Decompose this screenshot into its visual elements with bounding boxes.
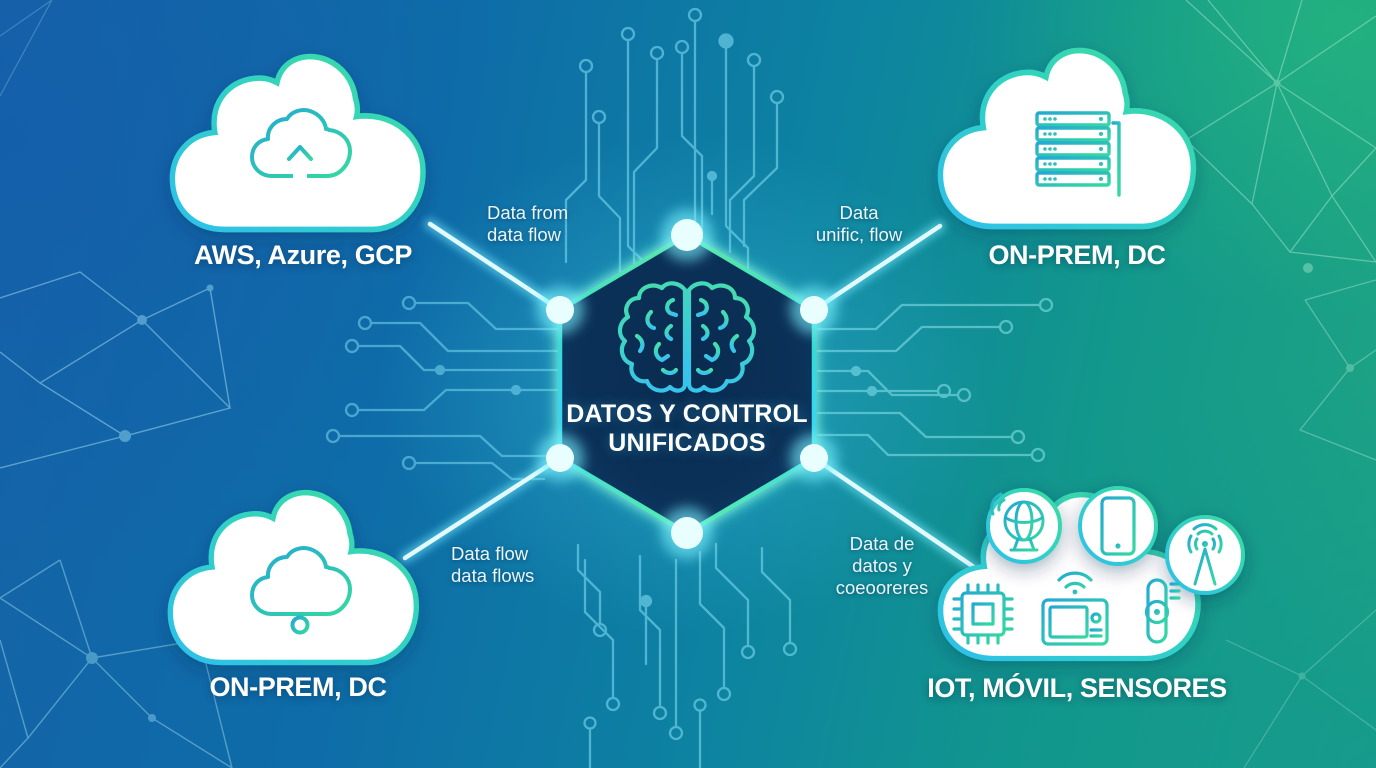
cluster-label-bottom-right: IOT, MÓVIL, SENSORES [927,673,1227,703]
cloud-upload-icon [250,107,352,206]
hexagon-hub [536,209,838,559]
connector-label-top-left-line2: data flow [487,223,562,245]
connector-label-bottom-right: Data de datos y coeooreres [812,533,952,598]
beam-top-right [811,223,943,313]
connector-label-bottom-right-line3: coeooreres [835,576,929,598]
wearable-sensor-icon [1144,578,1181,644]
antenna-icon [1187,523,1223,586]
cloud-bottom-right [940,486,1245,659]
cpu-icon [952,583,1014,645]
hexagon-vertex-nodes [536,209,838,559]
cluster-label-top-left: AWS, Azure, GCP [193,240,413,270]
smartphone-bubble [1078,486,1158,566]
cluster-label-top-right: ON-PREM, DC [988,240,1166,270]
beam-bottom-left [402,455,563,561]
cloud-top-right [940,50,1193,226]
cluster-label-bottom-left: ON-PREM, DC [209,672,387,702]
mesh-top-right [1185,0,1376,273]
connector-label-top-right: Data unific, flow [793,202,925,246]
server-rack-icon [1029,111,1125,200]
globe-icon [990,492,1045,552]
display-icon [1041,571,1109,646]
connector-label-bottom-left: Data flow data flows [451,543,534,587]
mesh-top-left [0,0,53,97]
connector-label-bottom-left-line2: data flows [451,564,535,586]
smartphone-icon [1100,496,1136,556]
mesh-bottom-right [1225,609,1376,768]
connector-label-bottom-right-line1: Data de [849,533,915,554]
antenna-bubble [1165,515,1245,595]
cloud-network-icon [250,545,352,635]
mesh-right [1298,279,1376,461]
mesh-left [0,271,232,469]
cloud-top-left [172,57,423,230]
brain-icon [617,281,757,393]
connector-label-top-left-line1: Data from [487,202,569,223]
connector-label-bottom-right-line2: datos y [852,554,912,576]
beam-bottom-right [811,455,993,581]
globe-bubble [986,488,1062,564]
connector-label-top-right-line2: unific, flow [815,223,903,245]
connector-label-bottom-left-line1: Data flow [451,543,529,564]
connector-label-top-left: Data from data flow [487,202,568,246]
connector-label-top-right-line1: Data [839,202,879,223]
connection-beams [399,218,996,584]
beam-top-left [427,221,563,313]
cloud-bottom-left [170,493,416,663]
hub-title-line2: UNIFICADOS [608,429,766,457]
hub-title-line1: DATOS Y CONTROL [566,400,808,428]
